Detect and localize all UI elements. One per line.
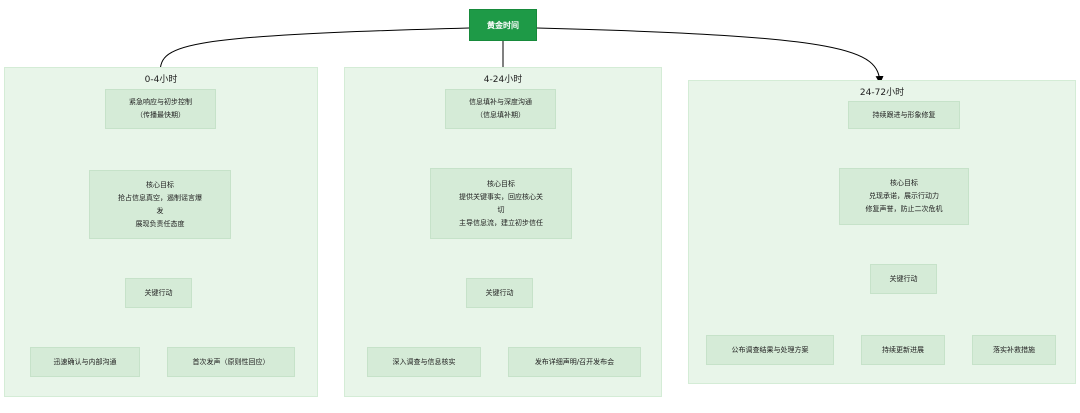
phase-title: 24-72小时 [859,88,905,98]
phase-title: 4-24小时 [483,75,523,85]
leaf-node: 公布调查结果与处理方案 [706,335,834,365]
leaf-node: 发布详细声明/召开发布会 [508,347,641,377]
phase-cluster-3: 24-72小时 [688,80,1076,384]
goal-node: 核心目标 抢占信息真空，遏制谣言爆 发 展现负责任态度 [89,170,231,239]
phase-node: 持续跟进与形象修复 [848,101,960,129]
leaf-node: 落实补救措施 [972,335,1056,365]
leaf-node: 持续更新进展 [861,335,945,365]
leaf-node: 迅速确认与内部沟通 [30,347,140,377]
leaf-node: 首次发声（原则性回应） [167,347,295,377]
root-node: 黄金时间 [469,9,537,41]
action-node: 关键行动 [466,278,533,308]
phase-title: 0-4小时 [144,75,178,85]
goal-node: 核心目标 兑现承诺，展示行动力 修复声誉，防止二次危机 [839,168,969,225]
goal-node: 核心目标 提供关键事实，回应核心关 切 主导信息流，建立初步信任 [430,168,572,239]
phase-node: 信息填补与深度沟通 （信息填补期） [445,89,556,129]
action-node: 关键行动 [870,264,937,294]
action-node: 关键行动 [125,278,192,308]
leaf-node: 深入调查与信息核实 [367,347,481,377]
phase-node: 紧急响应与初步控制 （传播最快期） [105,89,216,129]
